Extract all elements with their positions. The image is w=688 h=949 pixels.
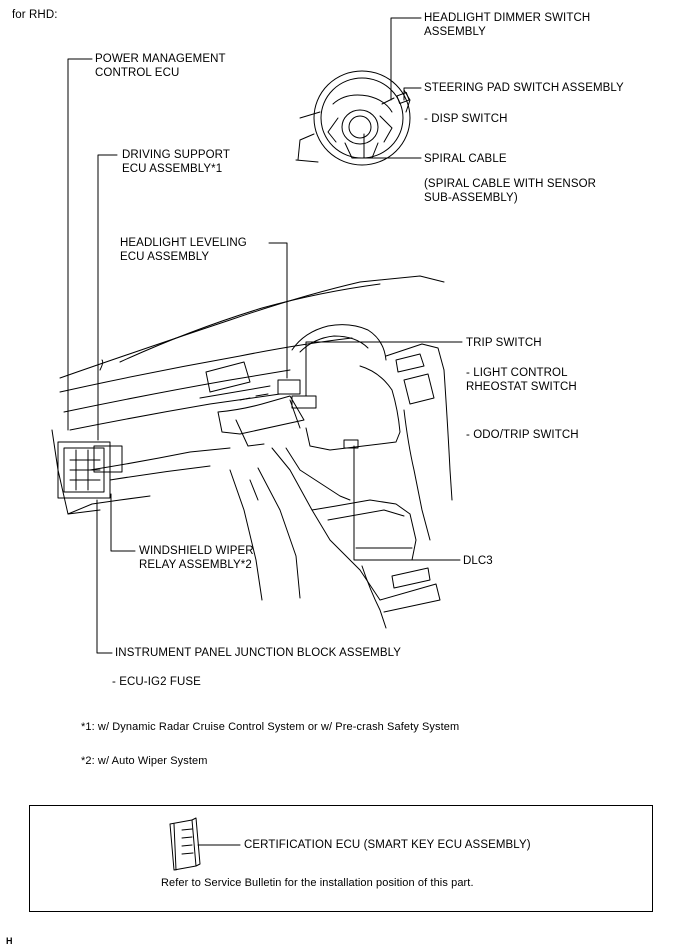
variant-label: for RHD: <box>12 9 58 21</box>
certification-ecu-box <box>29 805 653 912</box>
label-steering-pad-switch: STEERING PAD SWITCH ASSEMBLY <box>424 82 624 94</box>
footnote-1: *1: w/ Dynamic Radar Cruise Control Syst… <box>81 721 460 733</box>
instrument-panel-illustration <box>51 275 453 629</box>
label-trip-switch: TRIP SWITCH <box>466 337 542 349</box>
certification-note: Refer to Service Bulletin for the instal… <box>161 877 474 889</box>
label-instrument-panel-junction-block: INSTRUMENT PANEL JUNCTION BLOCK ASSEMBLY <box>115 647 402 659</box>
corner-mark: H <box>6 936 13 946</box>
label-certification-ecu: CERTIFICATION ECU (SMART KEY ECU ASSEMBL… <box>244 839 531 851</box>
leader-lines <box>67 17 463 846</box>
footnote-2: *2: w/ Auto Wiper System <box>81 755 208 767</box>
label-ecu-ig2-fuse: - ECU-IG2 FUSE <box>112 676 201 688</box>
label-dlc3: DLC3 <box>463 555 493 567</box>
steering-wheel-illustration <box>295 70 411 166</box>
label-disp-switch: - DISP SWITCH <box>424 113 508 125</box>
certification-ecu-icon <box>169 817 201 871</box>
label-spiral-cable: SPIRAL CABLE <box>424 153 507 165</box>
label-odo-trip-switch: - ODO/TRIP SWITCH <box>466 429 579 441</box>
